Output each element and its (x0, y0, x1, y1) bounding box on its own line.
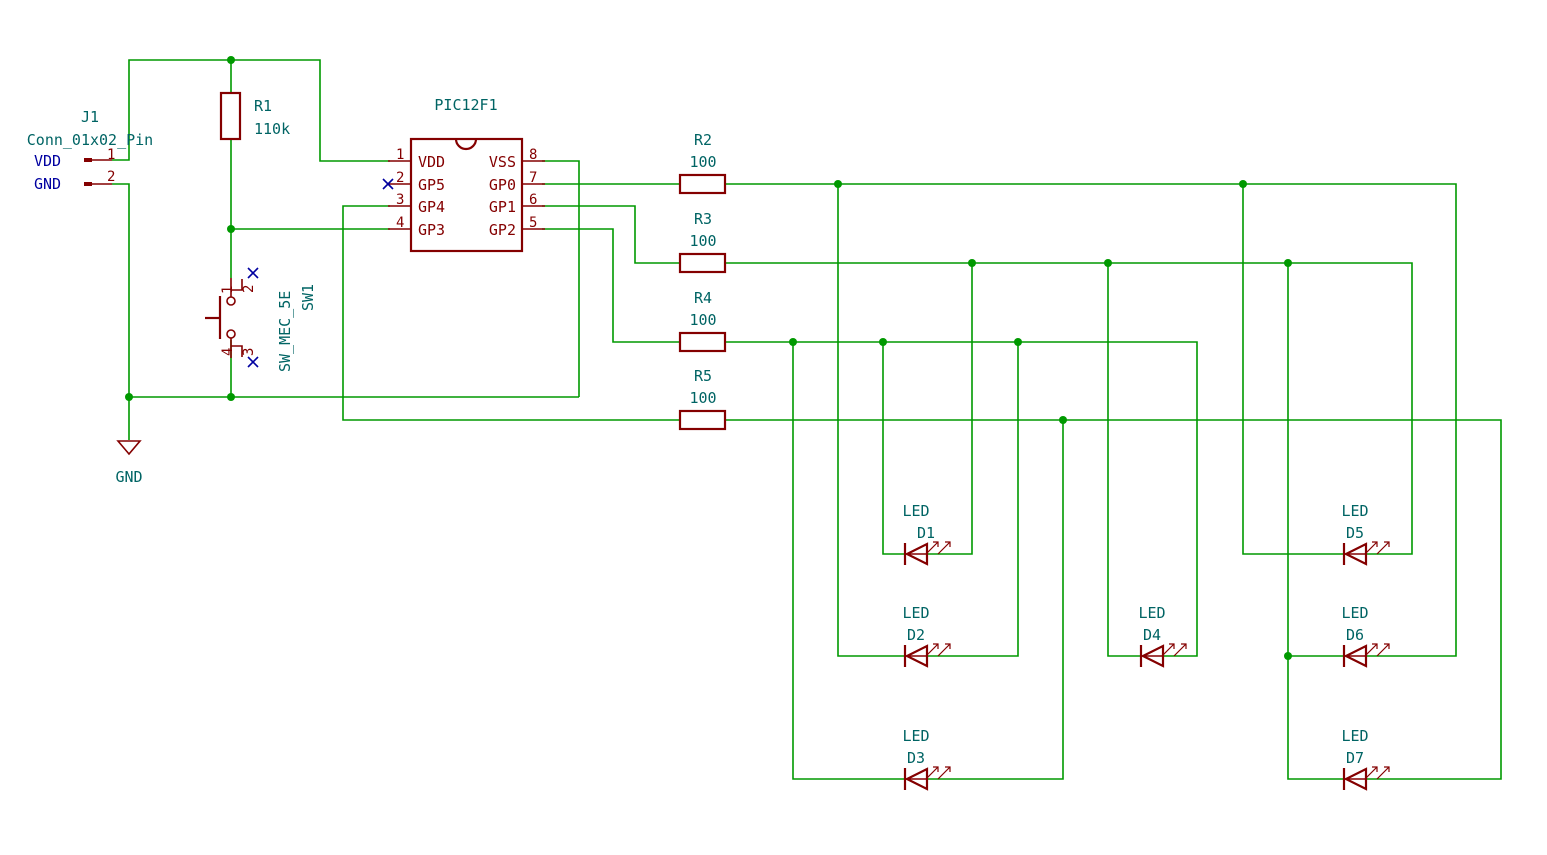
led-d5: LED D5 (1341, 502, 1390, 566)
ic-pin5-name: GP2 (489, 221, 516, 239)
ic-pin2-name: GP5 (418, 176, 445, 194)
resistor-r4: R4 100 (678, 289, 727, 353)
gnd-label: GND (115, 468, 142, 486)
led-value: LED (1138, 604, 1165, 622)
r3-ref: R3 (694, 210, 712, 228)
ic-name: PIC12F1 (434, 96, 497, 114)
ic-pin8-name: VSS (489, 153, 516, 171)
ic-pin2-num: 2 (396, 170, 404, 186)
led-d2: LED D2 (902, 604, 951, 668)
led-ref: D6 (1346, 626, 1364, 644)
j1-value: Conn_01x02_Pin (27, 131, 153, 149)
connector-j1: J1 Conn_01x02_Pin 1 2 VDD GND (27, 108, 153, 193)
led-value: LED (902, 727, 929, 745)
net-vdd: VDD (34, 152, 61, 170)
led-d1: LED D1 (902, 502, 951, 566)
ic-pin3-num: 3 (396, 192, 404, 208)
net-gnd: GND (34, 175, 61, 193)
ic-pin1-name: VDD (418, 153, 445, 171)
led-ref: D2 (907, 626, 925, 644)
j1-pin2: 2 (107, 169, 115, 185)
led-ref: D7 (1346, 749, 1364, 767)
wires (112, 59, 1502, 780)
ic-pin8-num: 8 (529, 147, 537, 163)
led-ref: D3 (907, 749, 925, 767)
sw1-pin4: 4 (220, 348, 236, 356)
r2-value: 100 (689, 153, 716, 171)
r2-ref: R2 (694, 131, 712, 149)
ic-pic12f1: PIC12F1 1 2 3 4 VDD GP5 GP4 GP3 8 7 6 5 … (382, 96, 545, 253)
ic-pin4-name: GP3 (418, 221, 445, 239)
j1-pin1: 1 (107, 147, 115, 163)
ic-pin7-name: GP0 (489, 176, 516, 194)
led-value: LED (902, 604, 929, 622)
led-value: LED (902, 502, 929, 520)
sw1-pin1: 1 (220, 286, 236, 294)
sw1-pin3: 3 (241, 348, 257, 356)
r4-value: 100 (689, 311, 716, 329)
led-value: LED (1341, 502, 1368, 520)
led-d6: LED D6 (1341, 604, 1390, 668)
j1-ref: J1 (81, 108, 99, 126)
led-ref: D5 (1346, 524, 1364, 542)
sw1-value: SW_MEC_5E (276, 291, 294, 372)
led-d4: LED D4 (1138, 604, 1187, 668)
r5-ref: R5 (694, 367, 712, 385)
r1-ref: R1 (254, 97, 272, 115)
switch-sw1: 1 2 3 4 SW_MEC_5E SW1 (205, 267, 317, 372)
led-value: LED (1341, 727, 1368, 745)
ic-pin3-name: GP4 (418, 198, 445, 216)
led-ref: D1 (917, 524, 935, 542)
resistor-r3: R3 100 (678, 210, 727, 274)
gnd-symbol: GND (115, 440, 143, 486)
r4-ref: R4 (694, 289, 712, 307)
r3-value: 100 (689, 232, 716, 250)
sw1-pin2: 2 (241, 285, 257, 293)
resistor-r2: R2 100 (678, 131, 727, 195)
resistor-r1: R1 110k (219, 91, 290, 141)
r1-value: 110k (254, 120, 290, 138)
led-ref: D4 (1143, 626, 1161, 644)
resistor-r5: R5 100 (678, 367, 727, 431)
ic-pin7-num: 7 (529, 170, 537, 186)
sw1-ref: SW1 (299, 284, 317, 311)
ic-pin4-num: 4 (396, 215, 404, 231)
led-value: LED (1341, 604, 1368, 622)
ic-pin6-name: GP1 (489, 198, 516, 216)
led-d7: LED D7 (1341, 727, 1390, 791)
ic-pin5-num: 5 (529, 215, 537, 231)
junctions (125, 56, 1292, 660)
ic-pin6-num: 6 (529, 192, 537, 208)
ic-pin1-num: 1 (396, 147, 404, 163)
led-d3: LED D3 (902, 727, 951, 791)
r5-value: 100 (689, 389, 716, 407)
